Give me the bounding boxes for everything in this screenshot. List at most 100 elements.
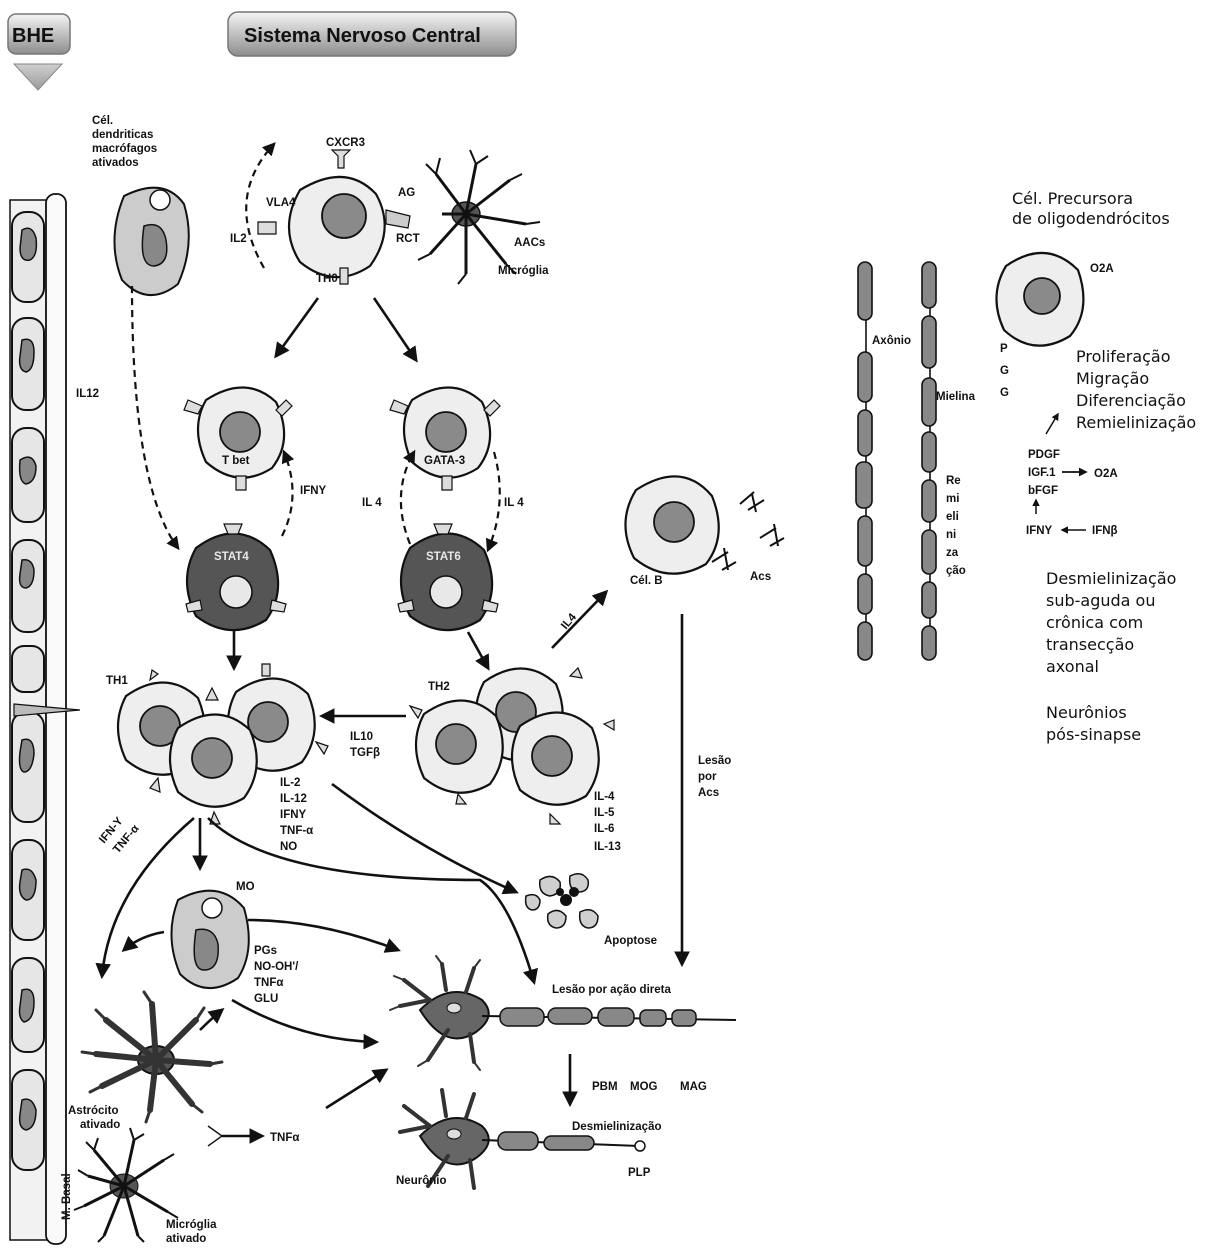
o2a-cell: [996, 253, 1083, 346]
svg-text:NO: NO: [280, 841, 297, 853]
svg-text:macrófagos: macrófagos: [92, 143, 157, 155]
svg-text:IGF.1: IGF.1: [1028, 467, 1056, 479]
svg-text:za: za: [946, 547, 959, 559]
svg-text:IL-2: IL-2: [280, 777, 300, 789]
th1-cytokines: IL-2 IL-12 IFNY TNF-α NO: [280, 777, 313, 853]
b-cell: [625, 476, 718, 573]
svg-text:Migração: Migração: [1076, 369, 1149, 388]
svg-text:transecção: transecção: [1046, 635, 1134, 654]
mo-left-arrow: [124, 932, 164, 950]
activated-astrocyte: [82, 992, 222, 1122]
svg-text:Re: Re: [946, 475, 961, 487]
remielinizacao-vertical: Re mi eli ni za ção: [946, 475, 966, 577]
desmielinizacao-label: Desmielinização: [572, 1121, 661, 1133]
neuronios-pos-sinapse: Neurônios pós-sinapse: [1046, 703, 1141, 744]
tnfa-bottom-label: TNFα: [270, 1132, 299, 1144]
ifny-small-label: IFNY: [1026, 525, 1053, 537]
mo-to-neuron2-arrow: [232, 1000, 376, 1042]
svg-text:IL-4: IL-4: [594, 791, 615, 803]
il4-right-arrow: [488, 452, 500, 550]
mielina-label: Mielina: [936, 391, 976, 403]
svg-text:Diferenciação: Diferenciação: [1076, 391, 1186, 410]
lesao-direta-label: Lesão por ação direta: [552, 984, 671, 996]
svg-text:IL-13: IL-13: [594, 841, 621, 853]
il4-left-arrow: [401, 452, 414, 544]
il12-arrow: [132, 286, 178, 548]
stat4-label: STAT4: [214, 551, 249, 563]
plp-label: PLP: [628, 1167, 651, 1179]
gata3-cell: [390, 387, 500, 490]
stat6-to-th2-arrow: [468, 632, 488, 668]
ifny-arrow: [282, 452, 293, 536]
neuron-upper: [390, 956, 736, 1070]
svg-text:Cél. Precursora: Cél. Precursora: [1012, 189, 1133, 208]
macrophage-mo: [171, 891, 248, 988]
m-basal-label: M. Basal: [61, 1173, 73, 1220]
svg-text:mi: mi: [946, 493, 959, 505]
microglia-bottom-label: Micróglia ativado: [166, 1219, 217, 1245]
factors-up-arrow: [1046, 414, 1058, 434]
ifny-label: IFNY: [300, 485, 327, 497]
stat6-cell: [398, 524, 498, 630]
microglia-top-label: Micróglia: [498, 265, 549, 277]
cel-b-label: Cél. B: [630, 575, 663, 587]
svg-text:IFNY: IFNY: [280, 809, 307, 821]
svg-text:crônica com: crônica com: [1046, 613, 1143, 632]
il10-label: IL10: [350, 731, 373, 743]
o2a-label: O2A: [1090, 263, 1114, 275]
aacs-label: AACs: [514, 237, 545, 249]
neuronio-label: Neurônio: [396, 1175, 446, 1187]
ifnb-label: IFNβ: [1092, 525, 1118, 537]
svg-text:ativados: ativados: [92, 157, 139, 169]
svg-text:eli: eli: [946, 511, 959, 523]
svg-text:TNFα: TNFα: [254, 977, 283, 989]
th2-label: TH2: [428, 681, 450, 693]
svg-text:dendriticas: dendriticas: [92, 129, 153, 141]
tbet-label: T bet: [222, 455, 250, 467]
svg-text:Micróglia: Micróglia: [166, 1219, 217, 1231]
svg-text:ativado: ativado: [166, 1233, 206, 1245]
il2-label: IL2: [230, 233, 247, 245]
tbet-cell: [184, 387, 292, 490]
o2a-small-label: O2A: [1094, 468, 1118, 480]
th1-to-lesao-arrow: [208, 818, 534, 982]
svg-text:G: G: [1000, 365, 1009, 377]
svg-text:Desmielinização: Desmielinização: [1046, 569, 1176, 588]
astrocyte-label: Astrócito ativado: [68, 1105, 120, 1131]
svg-text:NO-OH'/: NO-OH'/: [254, 961, 299, 973]
tgfb-label: TGFβ: [350, 747, 380, 759]
svg-text:axonal: axonal: [1046, 657, 1099, 676]
axonio-label: Axônio: [872, 335, 911, 347]
astro-to-mo-arrow: [200, 1010, 222, 1030]
il4-bcell-label: IL4: [559, 611, 579, 632]
cxcr3-label: CXCR3: [326, 137, 365, 149]
svg-text:Neurônios: Neurônios: [1046, 703, 1127, 722]
svg-text:TNF-α: TNF-α: [280, 825, 313, 837]
svg-text:G: G: [1000, 387, 1009, 399]
svg-text:Proliferação: Proliferação: [1076, 347, 1171, 366]
axon-left: [856, 262, 872, 660]
snc-tab: Sistema Nervoso Central: [228, 12, 516, 56]
precursora-label: Cél. Precursora de oligodendrócitos: [1012, 189, 1170, 228]
svg-text:de oligodendrócitos: de oligodendrócitos: [1012, 209, 1170, 228]
gata3-label: GATA-3: [424, 455, 465, 467]
stat6-label: STAT6: [426, 551, 461, 563]
svg-text:ativado: ativado: [80, 1119, 120, 1131]
pgg-label: P G G: [1000, 343, 1009, 399]
svg-text:ção: ção: [946, 565, 966, 577]
blood-brain-barrier: [10, 194, 80, 1244]
lesao-acs-label: Lesão por Acs: [698, 755, 731, 799]
growth-factors: PDGF IGF.1 bFGF: [1028, 449, 1060, 497]
svg-text:Lesão: Lesão: [698, 755, 731, 767]
th0-cell: [258, 150, 410, 284]
microglia-top: [418, 150, 540, 284]
svg-text:PDGF: PDGF: [1028, 449, 1060, 461]
th1-to-apoptose-arrow: [332, 784, 516, 892]
svg-text:pós-sinapse: pós-sinapse: [1046, 725, 1141, 744]
svg-text:por: por: [698, 771, 717, 783]
th2-cytokines: IL-4 IL-5 IL-6 IL-13: [594, 791, 621, 853]
th0-to-gata3-arrow: [374, 298, 416, 360]
ag-label: AG: [398, 187, 415, 199]
bhe-label: BHE: [12, 25, 54, 47]
